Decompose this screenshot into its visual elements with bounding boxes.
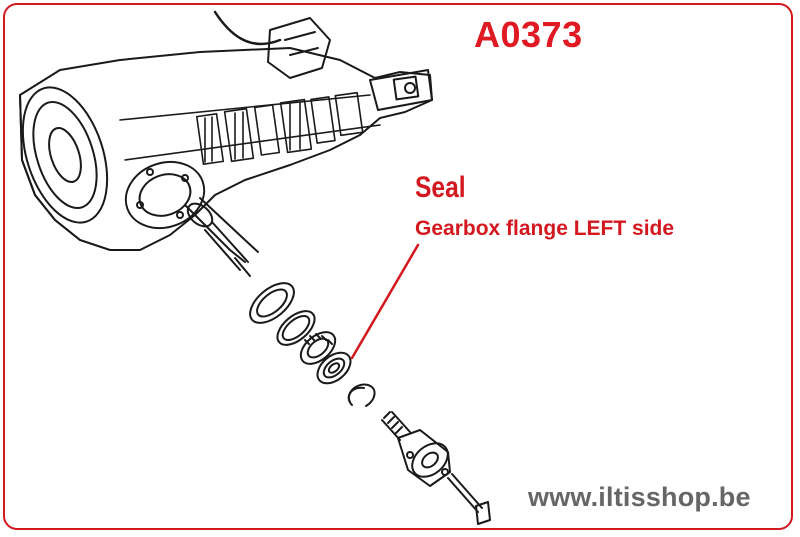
selector-housing: [267, 17, 331, 79]
callout-description: Gearbox flange LEFT side: [415, 217, 675, 240]
shift-cable: [213, 10, 282, 46]
callout-leader-line: [350, 243, 420, 360]
outer-seal-ring: [249, 282, 295, 324]
border-frame: [3, 3, 793, 530]
website-watermark: www.iltisshop.be: [528, 482, 751, 512]
circlip: [347, 383, 376, 407]
callout-title: Seal: [415, 171, 466, 204]
gearbox-housing: [19, 47, 433, 251]
differential: [124, 160, 206, 230]
left-drive-shaft: [184, 197, 259, 277]
spacer-ring: [276, 310, 316, 346]
gear-cluster: [119, 91, 381, 165]
seal-part: [316, 351, 352, 385]
flange-bolt: [447, 473, 491, 525]
splined-collar: [299, 331, 337, 365]
output-shaft: [369, 69, 433, 111]
flange-shaft: [381, 411, 451, 487]
part-code: A0373: [474, 14, 583, 55]
